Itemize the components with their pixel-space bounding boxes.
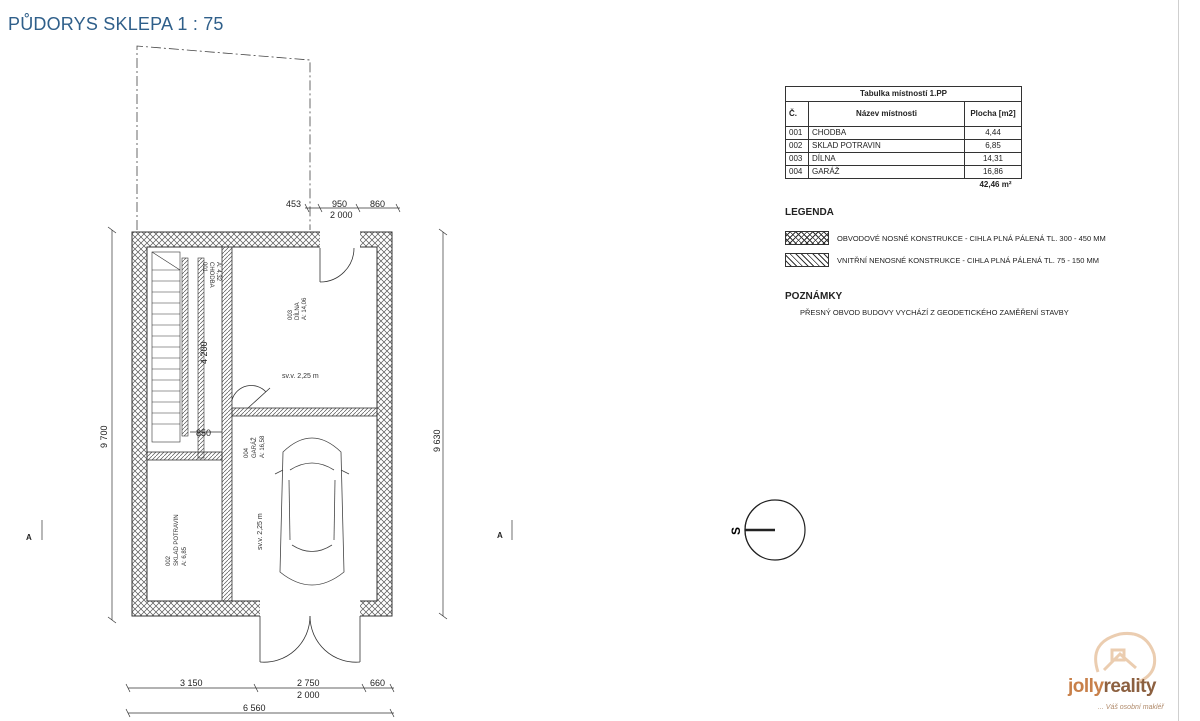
col-header-area: Plocha [m2] — [964, 101, 1022, 127]
dim-top-b: 950 — [332, 199, 347, 209]
floor-plan: 001 CHODBA A: 4,32 003 DÍLNA A: 14,06 sv… — [26, 45, 760, 718]
brand-name-light: jolly — [1068, 676, 1104, 697]
room-sklad-name: SKLAD POTRAVIN — [174, 514, 180, 566]
table-row: 001 CHODBA 4,44 — [785, 126, 1022, 140]
cell-number: 004 — [785, 165, 809, 179]
room-dilna-height: sv.v. 2,25 m — [282, 373, 319, 380]
room-table-caption: Tabulka místností 1.PP — [785, 86, 1022, 102]
legend-label: VNITŘNÍ NENOSNÉ KONSTRUKCE - CIHLA PLNÁ … — [837, 255, 1100, 265]
cell-area: 14,31 — [964, 152, 1022, 166]
dim-bottom-b: 2 750 — [297, 678, 320, 688]
room-sklad-num: 002 — [166, 555, 172, 566]
section-mark-left: A — [26, 533, 32, 542]
table-total: 42,46 m² — [979, 180, 1012, 189]
dim-top-a: 453 — [286, 199, 301, 209]
diagonal-swatch — [785, 253, 829, 267]
cell-name: SKLAD POTRAVIN — [808, 139, 965, 153]
room-sklad-area: A: 6,85 — [182, 546, 188, 566]
room-garaz-height: sv.v. 2,25 m — [257, 513, 264, 550]
car-outline — [274, 437, 350, 586]
dim-stair: 4 200 — [199, 341, 209, 364]
compass-label: S — [729, 527, 743, 535]
compass: S — [729, 499, 806, 561]
room-chodba-area: A: 4,32 — [215, 262, 221, 282]
brand-tagline: ... Váš osobní makléř — [1098, 704, 1164, 711]
legend-label: OBVODOVÉ NOSNÉ KONSTRUKCE - CIHLA PLNÁ P… — [837, 233, 1106, 243]
cell-name: GARÁŽ — [808, 165, 965, 179]
table-row: 004 GARÁŽ 16,86 — [785, 165, 1022, 179]
room-table: Tabulka místností 1.PP Č. Název místnost… — [785, 86, 1022, 191]
notes-heading: POZNÁMKY — [785, 291, 843, 302]
dim-right: 9 630 — [432, 429, 442, 452]
room-garaz-num: 004 — [244, 447, 250, 458]
legend-item-crosshatch: OBVODOVÉ NOSNÉ KONSTRUKCE - CIHLA PLNÁ P… — [785, 231, 1106, 245]
crosshatch-swatch — [785, 231, 829, 245]
cell-name: DÍLNA — [808, 152, 965, 166]
cell-number: 001 — [785, 126, 809, 140]
legend-item-diagonal: VNITŘNÍ NENOSNÉ KONSTRUKCE - CIHLA PLNÁ … — [785, 253, 1099, 267]
sheet-border-line — [1178, 0, 1179, 721]
dim-bottom-total: 6 560 — [243, 703, 266, 713]
dim-bottom-a: 3 150 — [180, 678, 203, 688]
room-garaz-area: A: 16,58 — [260, 435, 266, 458]
door-swings — [231, 247, 361, 663]
cell-area: 16,86 — [964, 165, 1022, 179]
room-chodba-name: CHODBA — [208, 262, 214, 288]
table-row: 002 SKLAD POTRAVIN 6,85 — [785, 139, 1022, 153]
dim-left: 9 700 — [99, 425, 109, 448]
dim-top-c: 860 — [370, 199, 385, 209]
dimension-lines — [41, 203, 513, 718]
plot-boundary — [136, 45, 311, 230]
corridor-wall-2 — [197, 257, 205, 459]
room-dilna-num: 003 — [288, 309, 294, 320]
staircase — [151, 251, 181, 443]
dim-door: 850 — [196, 428, 211, 438]
room-garaz-name: GARÁŽ — [250, 437, 258, 458]
col-header-number: Č. — [785, 101, 809, 127]
dim-top-d: 2 000 — [330, 210, 353, 220]
legend-heading: LEGENDA — [785, 207, 834, 218]
col-header-name: Název místnosti — [808, 101, 965, 127]
brand-logo-icon — [1094, 631, 1157, 684]
page-title: PŮDORYS SKLEPA 1 : 75 — [8, 14, 224, 34]
exterior-wall — [131, 231, 393, 617]
interior-wall-stair-bottom — [146, 451, 223, 461]
cell-area: 6,85 — [964, 139, 1022, 153]
garage-door-opening — [260, 600, 360, 617]
cell-number: 003 — [785, 152, 809, 166]
section-mark-right: A — [497, 531, 503, 540]
cell-number: 002 — [785, 139, 809, 153]
dim-bottom-c: 660 — [370, 678, 385, 688]
room-dilna-area: A: 14,06 — [302, 297, 308, 320]
room-dilna-name: DÍLNA — [294, 302, 301, 320]
top-door-opening — [320, 231, 360, 248]
table-row: 003 DÍLNA 14,31 — [785, 152, 1022, 166]
cell-name: CHODBA — [808, 126, 965, 140]
room-chodba-num: 001 — [201, 262, 207, 273]
interior-wall-middle — [231, 407, 378, 417]
interior-wall-stair-right — [221, 246, 233, 602]
brand-name-bold: reality — [1103, 676, 1157, 697]
brand-name: jollyreality — [1068, 676, 1157, 698]
dim-bottom-d: 2 000 — [297, 690, 320, 700]
notes-text: PŘESNÝ OBVOD BUDOVY VYCHÁZÍ Z GEODETICKÉ… — [800, 308, 1069, 317]
cell-area: 4,44 — [964, 126, 1022, 140]
corridor-wall — [181, 257, 189, 437]
